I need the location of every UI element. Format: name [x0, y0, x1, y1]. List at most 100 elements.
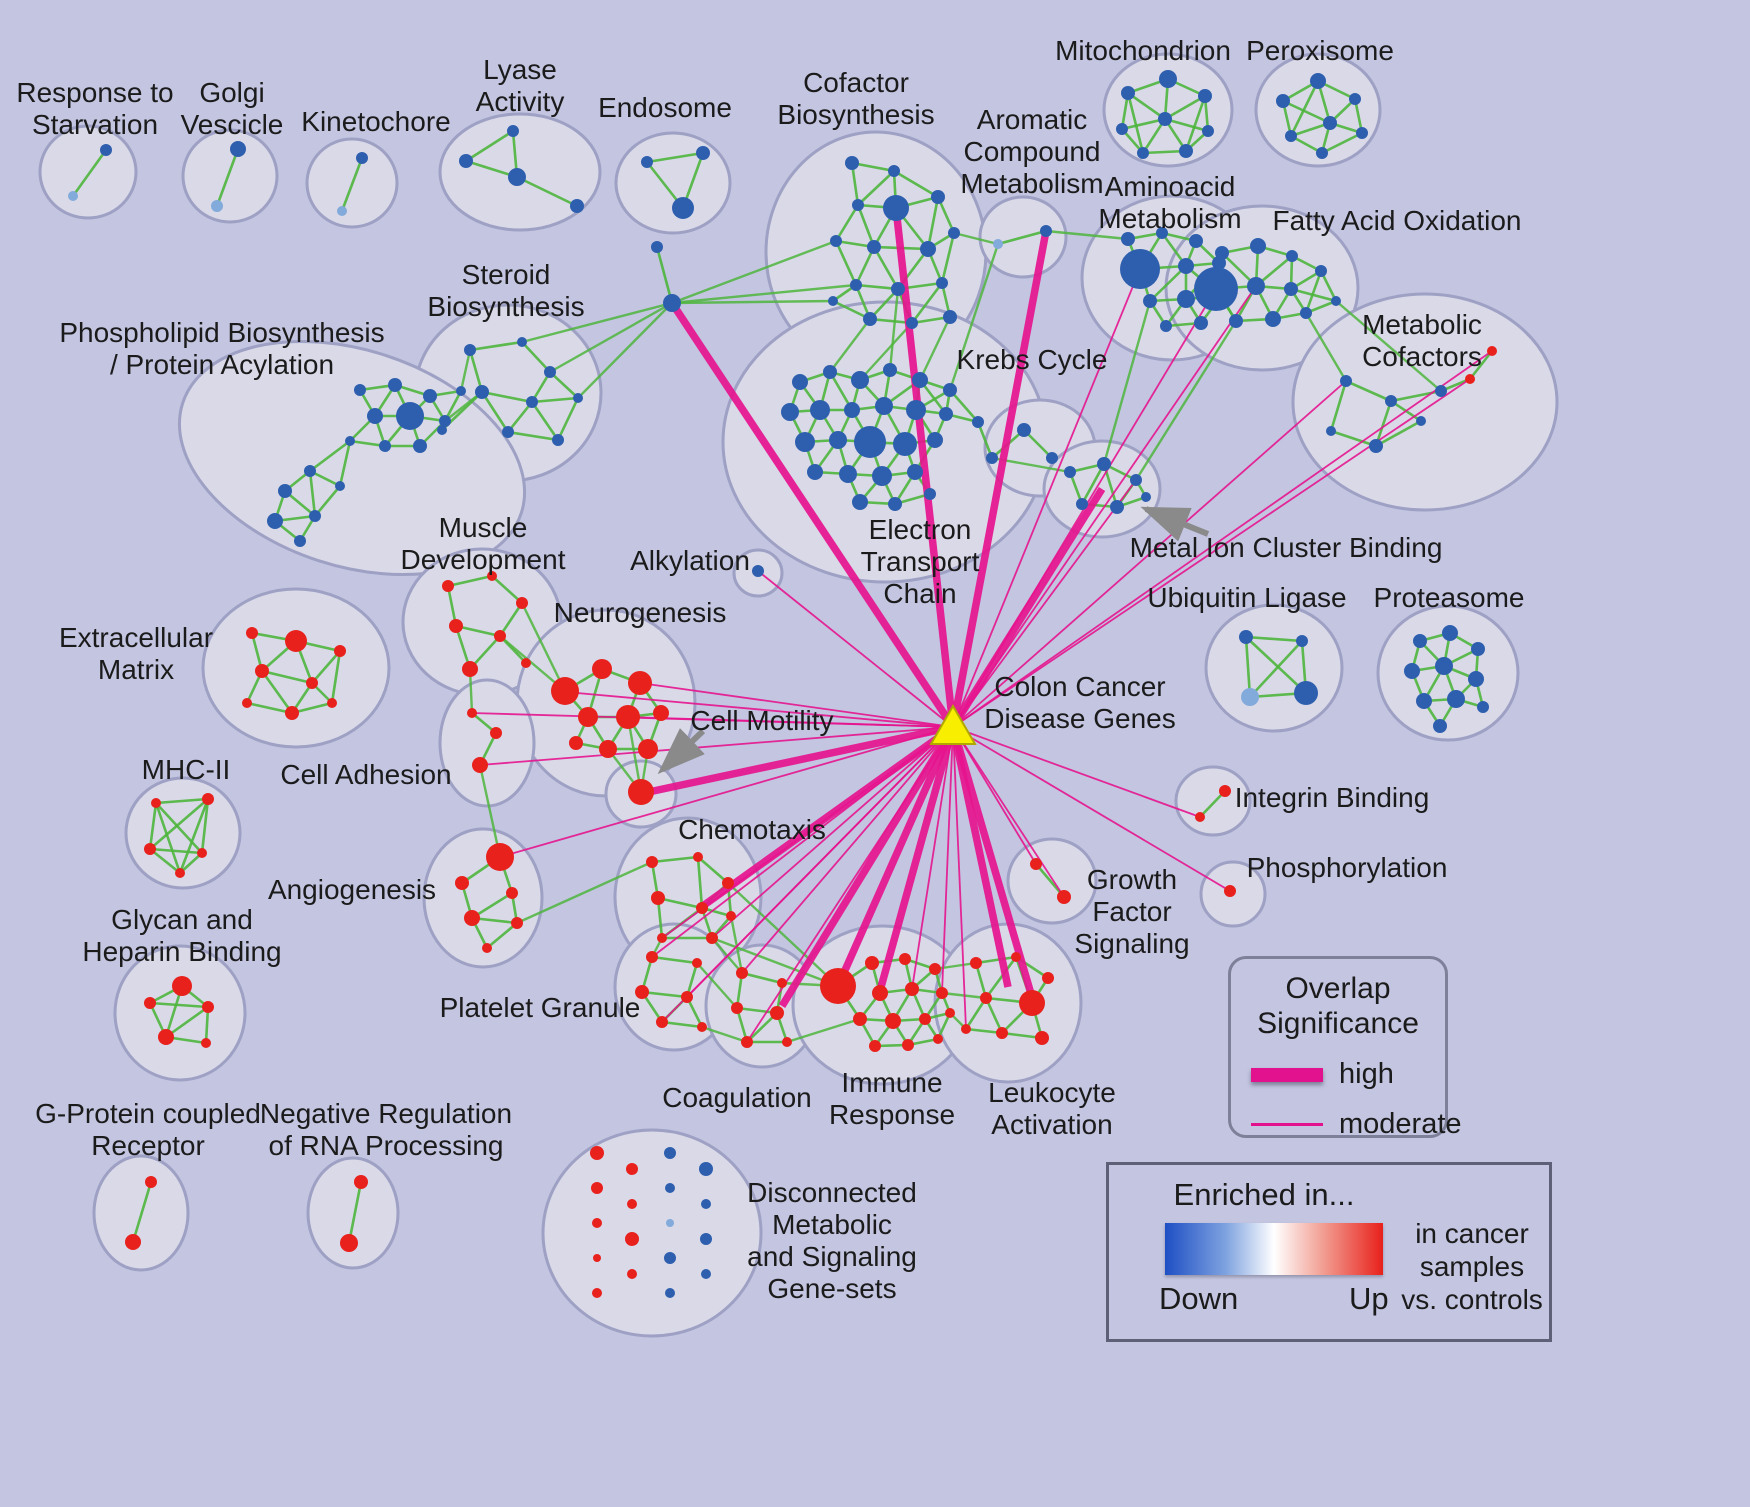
overlap-edge-moderate: [952, 726, 1065, 898]
enrichment-note: in cancer samples vs. controls: [1401, 1218, 1543, 1315]
green-edge: [149, 798, 209, 850]
green-edge: [1345, 379, 1392, 403]
green-edge: [447, 574, 493, 588]
metal-ion-cluster-binding-node: [1076, 498, 1088, 510]
green-edge: [1249, 640, 1303, 698]
enrichment-legend-title: Enriched in...: [1173, 1177, 1355, 1212]
cofactor-biosynthesis-node: [943, 310, 957, 324]
leukocyte-activation-node: [1042, 972, 1054, 984]
krebs-electron-transport-node: [852, 494, 868, 510]
phospholipid-biosynthesis-node: [456, 386, 466, 396]
metal-ion-cluster-binding-node: [1064, 466, 1076, 478]
green-edge: [856, 204, 876, 248]
disconnected-gene-sets-node: [627, 1269, 637, 1279]
leukocyte-activation-node: [961, 1024, 971, 1034]
steroid-biosynthesis-node: [526, 396, 538, 408]
mitochondrion-node: [1121, 86, 1135, 100]
neurogenesis-node: [653, 705, 669, 721]
aminoacid-metabolism-node: [1156, 227, 1168, 239]
mitochondrion-node: [1159, 70, 1177, 88]
overlap-edge-moderate: [911, 726, 954, 990]
green-edge: [330, 650, 342, 704]
golgi-vescicle-node: [211, 200, 223, 212]
peroxisome-node: [1349, 93, 1361, 105]
coagulation-node: [736, 967, 748, 979]
muscle-development-node: [442, 580, 454, 592]
krebs-electron-transport-node: [888, 497, 902, 511]
peroxisome-node: [1285, 130, 1297, 142]
phospholipid-biosynthesis-node: [294, 535, 306, 547]
mitochondrion-node: [1137, 147, 1149, 159]
krebs-electron-transport-node: [927, 432, 943, 448]
cofactor-biosynthesis-node: [883, 195, 909, 221]
disconnected-gene-sets-node: [591, 1182, 603, 1194]
green-edge: [976, 421, 994, 459]
green-edge: [893, 169, 939, 199]
green-edge: [1244, 636, 1252, 698]
green-edge: [997, 229, 1047, 246]
extracellular-matrix-bubble: [201, 587, 391, 749]
green-edge: [974, 962, 988, 999]
lyase-activity-node: [459, 154, 473, 168]
coagulation-node: [782, 1037, 792, 1047]
green-edge: [154, 802, 182, 874]
krebs-electron-transport-node: [851, 371, 869, 389]
kinetochore-node: [356, 152, 368, 164]
green-edge: [657, 896, 703, 910]
green-edge: [1245, 636, 1307, 694]
green-edge: [246, 701, 293, 715]
lyase-activity-node: [507, 125, 519, 137]
green-edge: [1329, 380, 1348, 432]
green-edge: [486, 922, 518, 949]
leukocyte-activation-node: [980, 992, 992, 1004]
pointer-arrow: [657, 728, 706, 775]
overlap-edge-moderate: [757, 570, 954, 728]
growth-factor-signaling-node: [1057, 890, 1071, 904]
ubiquitin-ligase-node: [1241, 688, 1259, 706]
metal-ion-cluster-binding-node: [1110, 500, 1124, 514]
cofactor-biosynthesis-node: [850, 279, 862, 291]
green-link: [711, 936, 839, 988]
neurogenesis-node: [638, 739, 658, 759]
green-edge: [910, 282, 944, 324]
phosphorylation-node: [1224, 885, 1236, 897]
chemotaxis-node: [726, 911, 736, 921]
green-edge: [531, 396, 579, 404]
peroxisome-node: [1276, 94, 1290, 108]
immune-response-node: [872, 985, 888, 1001]
green-edge: [506, 401, 534, 433]
green-edge: [215, 148, 240, 207]
disconnected-gene-sets-node: [625, 1232, 639, 1246]
metal-ion-cluster-binding-node: [1141, 492, 1151, 502]
fatty-acid-oxidation-node: [1250, 238, 1266, 254]
green-edge: [498, 602, 524, 637]
neurogenesis-node: [569, 736, 583, 750]
cell-adhesion-node: [490, 727, 502, 739]
green-edge: [1184, 95, 1207, 152]
angiogenesis-label: Angiogenesis: [268, 874, 436, 905]
green-edge: [741, 971, 783, 985]
green-link: [918, 316, 952, 381]
green-link: [499, 635, 566, 692]
chemotaxis-label: Chemotaxis: [678, 814, 826, 845]
muscle-development-node: [516, 597, 528, 609]
green-link: [701, 1025, 748, 1044]
disconnected-gene-sets-node: [590, 1146, 604, 1160]
green-edge: [854, 246, 876, 286]
high-significance-line-sample: [1251, 1067, 1323, 1082]
green-link: [521, 301, 673, 344]
extracellular-matrix-node: [246, 627, 258, 639]
fatty-acid-oxidation-node: [1286, 250, 1298, 262]
phospholipid-biosynthesis-node: [439, 415, 451, 427]
neurogenesis-label: Neurogenesis: [554, 597, 727, 628]
green-edge: [641, 990, 688, 999]
muscle-development-node: [487, 571, 497, 581]
endosome-node: [672, 197, 694, 219]
cofactor-biosynthesis-node: [888, 165, 900, 177]
mitochondrion-node: [1198, 89, 1212, 103]
